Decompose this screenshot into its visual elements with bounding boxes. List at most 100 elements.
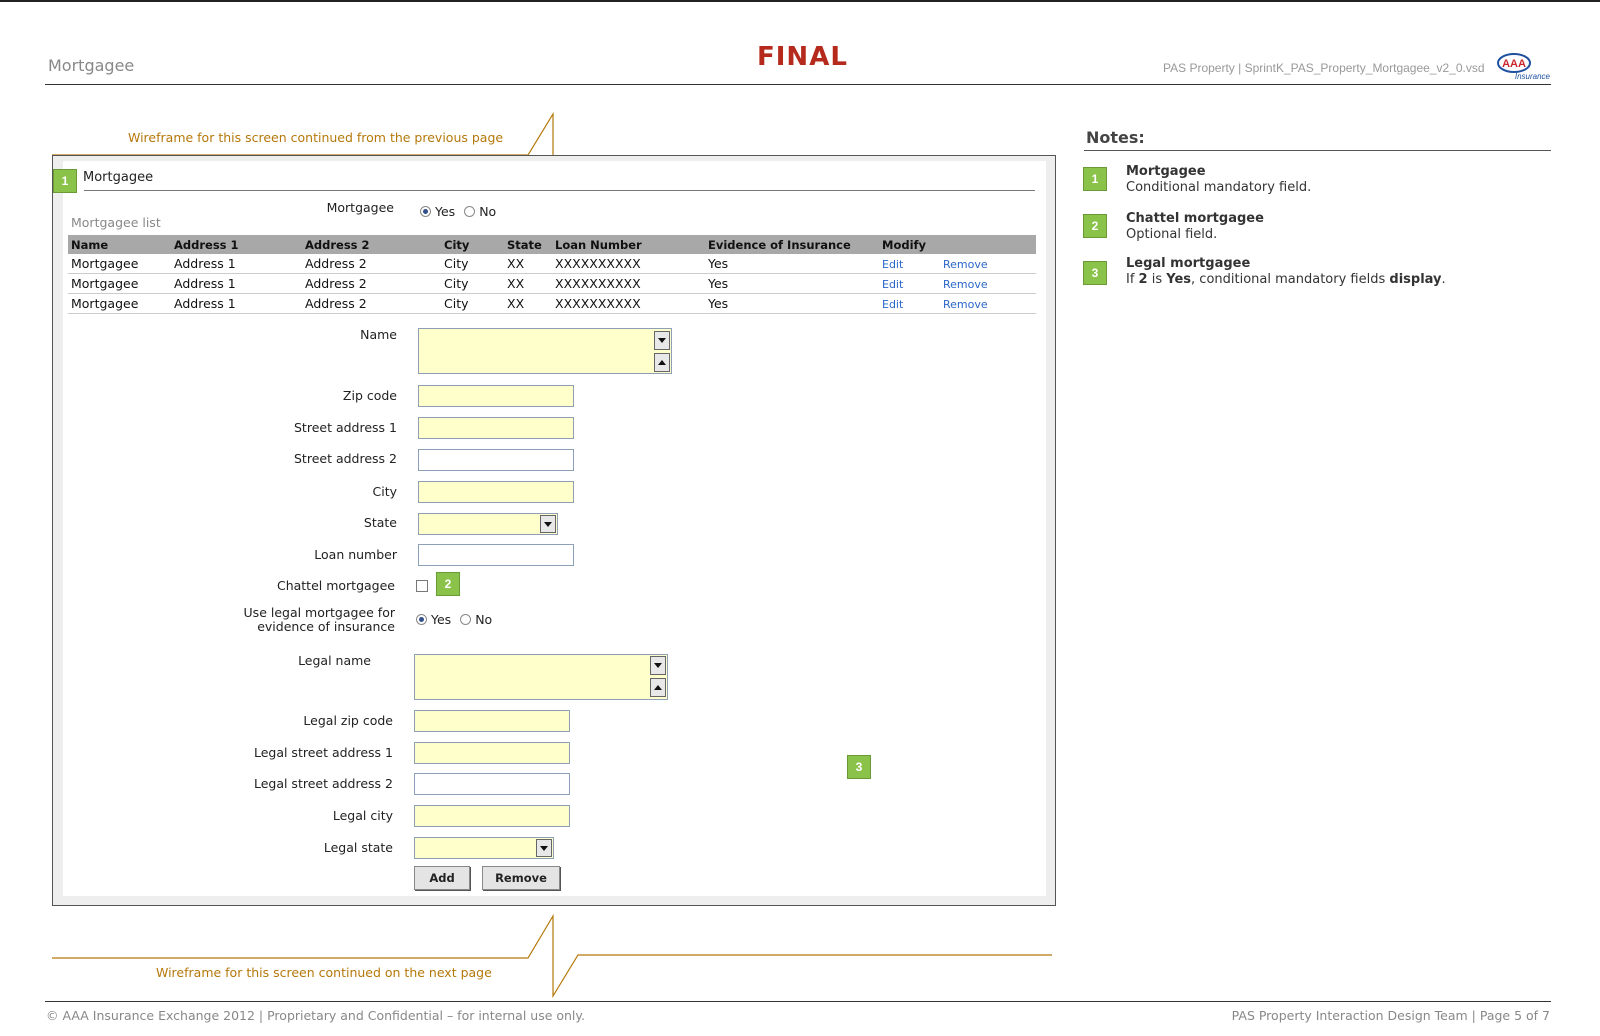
cell-state: XX (504, 254, 552, 274)
annotation-badge-2: 2 (436, 572, 460, 596)
city-field[interactable] (418, 481, 574, 503)
annotation-badge-3: 3 (847, 755, 871, 779)
note-3-part-bold: Yes (1166, 272, 1192, 287)
legal-city-label: Legal city (332, 808, 393, 823)
col-address-2: Address 2 (302, 235, 441, 254)
use-legal-label-line1: Use legal mortgagee for (243, 605, 395, 620)
use-legal-yes-radio[interactable] (416, 614, 427, 625)
chevron-up-icon (654, 685, 662, 690)
col-modify: Modify (879, 235, 940, 254)
cell-loan: XXXXXXXXXX (552, 254, 705, 274)
use-legal-label: Use legal mortgagee for evidence of insu… (220, 606, 395, 634)
name-scroll-down[interactable] (654, 331, 670, 350)
use-legal-no-radio[interactable] (460, 614, 472, 625)
cell-address-1: Address 1 (171, 293, 302, 314)
mortgagee-no-label: No (479, 204, 497, 219)
state-select[interactable] (418, 513, 558, 535)
note-3-part: , conditional mandatory fields (1191, 272, 1390, 287)
footer-copyright: © AAA Insurance Exchange 2012 | Propriet… (46, 1008, 585, 1023)
cell-city: City (441, 293, 504, 314)
cell-city: City (441, 254, 504, 274)
note-3-heading: Legal mortgagee (1126, 256, 1251, 271)
mortgagee-list-title: Mortgagee list (71, 215, 161, 230)
remove-link[interactable]: Remove (943, 278, 988, 291)
top-border (0, 0, 1600, 2)
legal-street1-label: Legal street address 1 (253, 745, 393, 760)
legal-street2-field[interactable] (414, 773, 570, 795)
note-2-text: Optional field. (1126, 227, 1218, 242)
mortgagee-yes-radio[interactable] (420, 206, 431, 217)
cell-address-1: Address 1 (171, 254, 302, 274)
note-1-text: Conditional mandatory field. (1126, 180, 1312, 195)
cell-loan: XXXXXXXXXX (552, 273, 705, 294)
note-1-heading: Mortgagee (1126, 164, 1206, 179)
col-loan-number: Loan Number (552, 235, 705, 254)
street2-label: Street address 2 (294, 451, 397, 466)
legal-name-label: Legal name (298, 653, 371, 668)
loan-field[interactable] (418, 544, 574, 566)
file-info: PAS Property | SprintK_PAS_Property_Mort… (1163, 61, 1485, 75)
notes-title: Notes: (1086, 128, 1145, 147)
zip-label: Zip code (342, 388, 397, 403)
continued-on-next: Wireframe for this screen continued on t… (156, 965, 492, 980)
note-badge-1: 1 (1083, 167, 1107, 191)
state-dropdown-button[interactable] (540, 515, 556, 533)
remove-button[interactable]: Remove (482, 866, 560, 890)
cell-state: XX (504, 273, 552, 294)
loan-label: Loan number (314, 547, 397, 562)
annotation-badge-1: 1 (53, 169, 77, 193)
name-label: Name (360, 327, 397, 342)
legal-state-label: Legal state (323, 840, 393, 855)
use-legal-no-label: No (475, 612, 493, 627)
col-evidence: Evidence of Insurance (705, 235, 879, 254)
svg-text:AAA: AAA (1502, 58, 1526, 70)
note-2-heading: Chattel mortgagee (1126, 211, 1264, 226)
legal-name-scroll-up[interactable] (650, 678, 666, 697)
edit-link[interactable]: Edit (882, 258, 904, 271)
chattel-label: Chattel mortgagee (276, 578, 395, 593)
col-name: Name (68, 235, 171, 254)
cell-address-1: Address 1 (171, 273, 302, 294)
col-remove (940, 235, 1036, 254)
legal-name-textarea[interactable] (414, 654, 668, 700)
cell-evidence: Yes (705, 293, 879, 314)
chevron-down-icon (544, 521, 552, 527)
cell-address-2: Address 2 (302, 273, 441, 294)
remove-link[interactable]: Remove (943, 298, 988, 311)
note-3-part: If (1126, 272, 1139, 287)
name-scroll-up[interactable] (654, 353, 670, 372)
remove-link[interactable]: Remove (943, 258, 988, 271)
legal-zip-field[interactable] (414, 710, 570, 732)
cell-state: XX (504, 293, 552, 314)
cell-evidence: Yes (705, 273, 879, 294)
table-header-row: Name Address 1 Address 2 City State Loan… (68, 235, 1036, 254)
page-title: Mortgagee (48, 56, 135, 75)
mortgagee-label: Mortgagee (326, 200, 394, 215)
legal-street1-field[interactable] (414, 742, 570, 764)
cell-name: Mortgagee (68, 254, 171, 274)
legal-state-select[interactable] (414, 837, 554, 859)
add-button[interactable]: Add (414, 866, 470, 890)
cell-city: City (441, 273, 504, 294)
note-3: Legal mortgagee If 2 is Yes, conditional… (1126, 256, 1446, 288)
mortgagee-no-radio[interactable] (464, 206, 476, 217)
notes-rule (1084, 150, 1551, 151)
svg-text:Insurance: Insurance (1515, 72, 1551, 81)
name-textarea[interactable] (418, 328, 672, 374)
mortgagee-yes-label: Yes (435, 204, 456, 219)
zip-field[interactable] (418, 385, 574, 407)
status-final: FINAL (757, 42, 848, 72)
table-row: Mortgagee Address 1 Address 2 City XX XX… (68, 254, 1036, 274)
street2-field[interactable] (418, 449, 574, 471)
chattel-checkbox[interactable] (416, 580, 428, 592)
legal-name-scroll-down[interactable] (650, 656, 666, 675)
cell-name: Mortgagee (68, 273, 171, 294)
street1-field[interactable] (418, 417, 574, 439)
city-label: City (372, 484, 398, 499)
chevron-down-icon (540, 845, 548, 851)
edit-link[interactable]: Edit (882, 298, 904, 311)
legal-state-dropdown-button[interactable] (536, 839, 552, 857)
legal-city-field[interactable] (414, 805, 570, 827)
mortgagee-radio-group: Yes No (420, 201, 505, 220)
edit-link[interactable]: Edit (882, 278, 904, 291)
